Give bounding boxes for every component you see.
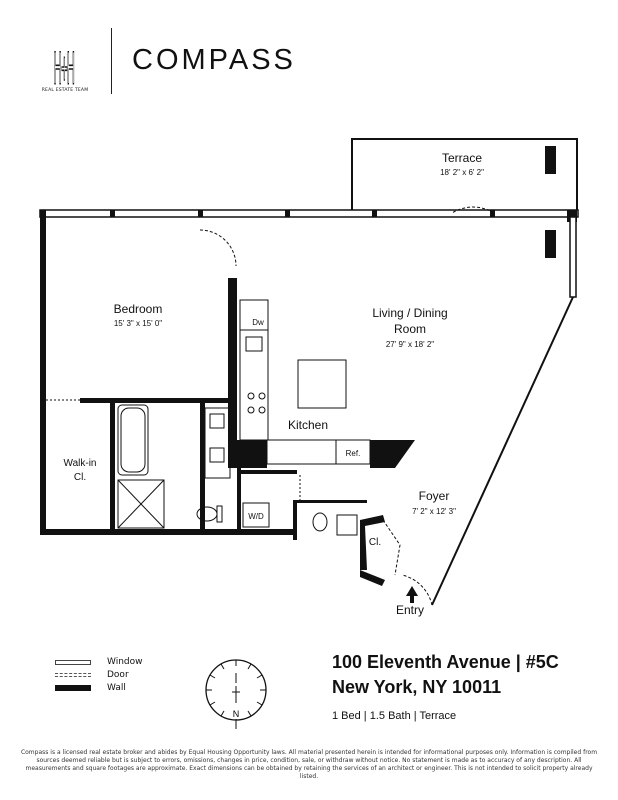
room-label-living: Living / Dining <box>372 306 447 320</box>
room-label-kitchen: Kitchen <box>288 418 328 432</box>
legend-window-label: Window <box>107 657 143 667</box>
legend-door-label: Door <box>107 670 129 680</box>
room-dims-living: 27' 9" x 18' 2" <box>386 340 434 349</box>
compass-brand-logo: COMPASS <box>132 44 296 76</box>
window-swatch <box>55 659 91 665</box>
disclaimer: Compass is a licensed real estate broker… <box>20 749 598 780</box>
room-label-entry: Entry <box>396 603 424 617</box>
room-dims-foyer: 7' 2" x 12' 3" <box>412 507 456 516</box>
team-subtitle: REAL ESTATE TEAM <box>41 88 89 93</box>
fixture-dw: Dw <box>252 318 264 327</box>
compass-rose-icon: N <box>205 659 267 729</box>
north-label: N <box>233 709 240 719</box>
room-label-foyer: Foyer <box>419 489 450 503</box>
room-label-terrace: Terrace <box>442 151 482 165</box>
address-line-1: 100 Eleventh Avenue | #5C <box>332 652 559 672</box>
entry-arrow-icon <box>406 586 418 603</box>
room-dims-terrace: 18' 2" x 6' 2" <box>440 168 484 177</box>
room-label-closet: Cl. <box>369 537 381 548</box>
hh-team-logo: H+H <box>53 44 75 86</box>
header-divider <box>111 28 112 94</box>
listing-summary: 1 Bed | 1.5 Bath | Terrace <box>332 710 457 722</box>
fixture-ref: Ref. <box>346 449 361 458</box>
team-logo-text: H+H <box>54 44 75 86</box>
room-dims-bedroom: 15' 3" x 15' 0" <box>114 319 162 328</box>
room-label-bedroom: Bedroom <box>114 302 163 316</box>
door-swatch <box>55 673 91 677</box>
fixture-wd: W/D <box>248 512 264 521</box>
walls <box>39 138 579 606</box>
room-label-walkin-2: Cl. <box>74 472 86 483</box>
legend-wall: Wall <box>55 683 126 693</box>
legend-wall-label: Wall <box>107 683 126 693</box>
legend-door: Door <box>55 670 129 680</box>
fixtures <box>46 206 495 606</box>
room-label-walkin: Walk-in <box>64 458 97 469</box>
address-line-2: New York, NY 10011 <box>332 677 502 697</box>
wall-swatch <box>55 685 91 691</box>
room-label-living-2: Room <box>394 322 426 336</box>
floor-plan: Terrace 18' 2" x 6' 2" Bedroom 15' 3" x … <box>39 138 579 617</box>
legend-window: Window <box>55 657 143 667</box>
